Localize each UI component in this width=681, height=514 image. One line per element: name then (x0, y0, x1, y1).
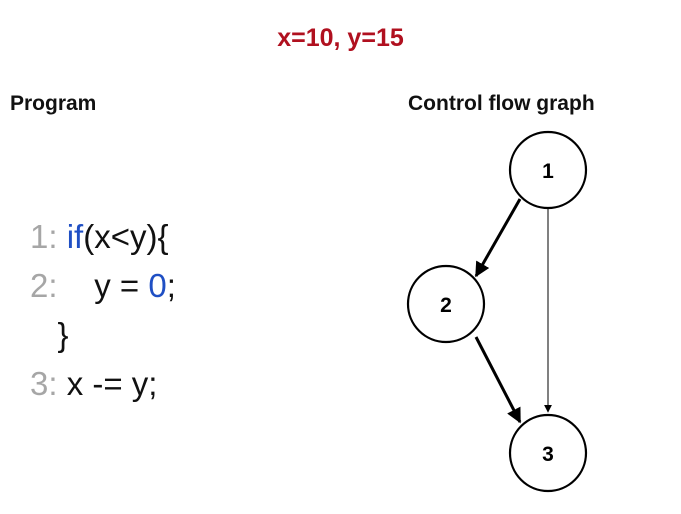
program-code: 1: if(x<y){ 2: y = 0; } 3: x -= y; (30, 212, 176, 408)
literal-zero: 0 (148, 267, 167, 304)
line-number: 1: (30, 218, 67, 255)
node-1: 1 (508, 130, 588, 210)
node-2: 2 (406, 264, 486, 344)
code-text: (x<y){ (83, 218, 169, 255)
edge-1-2 (474, 198, 522, 278)
edge-2-3 (474, 336, 522, 424)
code-text: } (30, 316, 69, 353)
code-line-1: 1: if(x<y){ (30, 212, 176, 261)
line-number: 3: (30, 365, 67, 402)
code-text: ; (166, 267, 176, 304)
cfg-heading: Control flow graph (408, 92, 595, 115)
program-heading: Program (10, 92, 97, 115)
node-3-label: 3 (542, 443, 554, 466)
keyword-if: if (66, 218, 84, 255)
node-3: 3 (508, 413, 588, 493)
code-line-3: 3: x -= y; (30, 359, 176, 408)
code-line-brace: } (30, 310, 176, 359)
code-text: x -= y; (66, 365, 158, 402)
example-title: x=10, y=15 (277, 24, 404, 52)
line-number: 2: (30, 267, 67, 304)
node-2-label: 2 (440, 294, 452, 317)
node-1-label: 1 (542, 160, 554, 183)
code-line-2: 2: y = 0; (30, 261, 176, 310)
code-text: y = (66, 267, 149, 304)
